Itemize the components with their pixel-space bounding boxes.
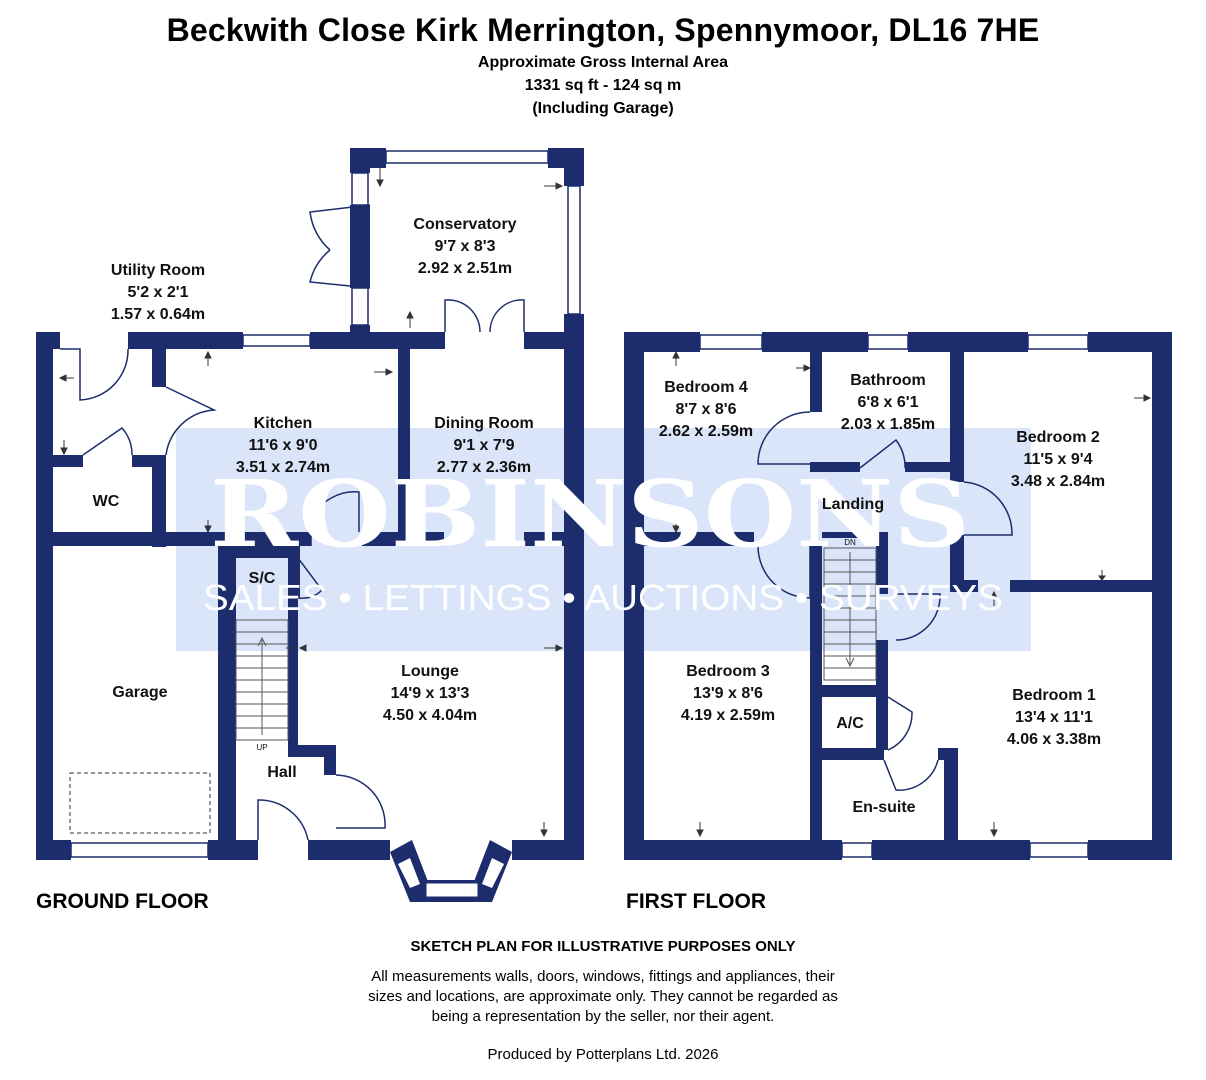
svg-text:11'6 x 9'0: 11'6 x 9'0 bbox=[248, 437, 317, 454]
room-label-kitchen: Kitchen 11'6 x 9'0 3.51 x 2.74m bbox=[236, 415, 330, 476]
svg-text:Bedroom 4: Bedroom 4 bbox=[664, 379, 748, 396]
svg-text:2.92 x 2.51m: 2.92 x 2.51m bbox=[418, 260, 512, 277]
svg-text:Bedroom 2: Bedroom 2 bbox=[1016, 429, 1100, 446]
svg-text:4.50 x 4.04m: 4.50 x 4.04m bbox=[383, 707, 477, 724]
svg-text:6'8 x 6'1: 6'8 x 6'1 bbox=[858, 394, 919, 411]
svg-text:14'9 x 13'3: 14'9 x 13'3 bbox=[391, 685, 470, 702]
stairs-up-label: UP bbox=[256, 743, 267, 752]
room-label-wc: WC bbox=[93, 493, 120, 510]
svg-text:Conservatory: Conservatory bbox=[413, 216, 516, 233]
svg-text:Dining Room: Dining Room bbox=[434, 415, 534, 432]
area-value: 1331 sq ft - 124 sq m bbox=[524, 77, 682, 94]
room-label-ensuite: En-suite bbox=[852, 799, 915, 816]
svg-text:13'9 x 8'6: 13'9 x 8'6 bbox=[693, 685, 763, 702]
room-label-bedroom2: Bedroom 2 11'5 x 9'4 3.48 x 2.84m bbox=[1011, 429, 1105, 490]
producer-credit: Produced by Potterplans Ltd. 2026 bbox=[487, 1046, 719, 1063]
svg-text:5'2 x 2'1: 5'2 x 2'1 bbox=[128, 284, 189, 301]
room-label-utility: Utility Room 5'2 x 2'1 1.57 x 0.64m bbox=[111, 262, 205, 323]
watermark-brand: ROBINSONS bbox=[210, 460, 970, 568]
svg-text:2.03 x 1.85m: 2.03 x 1.85m bbox=[841, 416, 935, 433]
first-floor-plan bbox=[624, 332, 1172, 860]
ground-floor-doors bbox=[60, 204, 525, 841]
measurement-markers bbox=[58, 168, 1152, 838]
svg-text:Bathroom: Bathroom bbox=[850, 372, 926, 389]
disclaimer-line-1: All measurements walls, doors, windows, … bbox=[371, 968, 835, 985]
disclaimer-line-2: sizes and locations, are approximate onl… bbox=[368, 988, 838, 1005]
watermark-panel bbox=[176, 428, 1031, 651]
stairs-down-label: DN bbox=[844, 538, 856, 547]
room-label-conservatory: Conservatory 9'7 x 8'3 2.92 x 2.51m bbox=[413, 216, 516, 277]
svg-text:Bedroom 1: Bedroom 1 bbox=[1012, 687, 1096, 704]
disclaimer-line-3: being a representation by the seller, no… bbox=[431, 1008, 775, 1025]
room-label-sc: S/C bbox=[249, 570, 276, 587]
room-label-bedroom4: Bedroom 4 8'7 x 8'6 2.62 x 2.59m bbox=[659, 379, 753, 440]
plan-title: Beckwith Close Kirk Merrington, Spennymo… bbox=[166, 12, 1040, 48]
ground-floor-stairs bbox=[235, 619, 289, 741]
first-floor-windows bbox=[699, 334, 1089, 858]
svg-text:Utility Room: Utility Room bbox=[111, 262, 205, 279]
svg-text:4.19 x 2.59m: 4.19 x 2.59m bbox=[681, 707, 775, 724]
disclaimer-heading: SKETCH PLAN FOR ILLUSTRATIVE PURPOSES ON… bbox=[410, 938, 796, 955]
svg-text:Bedroom 3: Bedroom 3 bbox=[686, 663, 770, 680]
area-note: (Including Garage) bbox=[532, 100, 674, 117]
svg-text:3.51 x 2.74m: 3.51 x 2.74m bbox=[236, 459, 330, 476]
room-label-landing: Landing bbox=[822, 496, 884, 513]
watermark-tagline: SALES • LETTINGS • AUCTIONS • SURVEYS bbox=[203, 577, 1003, 618]
svg-text:9'7 x 8'3: 9'7 x 8'3 bbox=[435, 238, 496, 255]
svg-text:3.48 x 2.84m: 3.48 x 2.84m bbox=[1011, 473, 1105, 490]
svg-text:2.77 x 2.36m: 2.77 x 2.36m bbox=[437, 459, 531, 476]
room-label-bedroom1: Bedroom 1 13'4 x 11'1 4.06 x 3.38m bbox=[1007, 687, 1101, 748]
room-label-lounge: Lounge 14'9 x 13'3 4.50 x 4.04m bbox=[383, 663, 477, 724]
floor-label-first: FIRST FLOOR bbox=[626, 890, 766, 913]
first-floor-stairs bbox=[823, 547, 877, 681]
room-label-ac: A/C bbox=[836, 715, 864, 732]
svg-text:1.57 x 0.64m: 1.57 x 0.64m bbox=[111, 306, 205, 323]
ground-floor-plan bbox=[36, 148, 584, 860]
first-floor-doors bbox=[757, 411, 1013, 791]
bay-window bbox=[390, 840, 512, 902]
room-label-garage: Garage bbox=[112, 684, 167, 701]
svg-text:11'5 x 9'4: 11'5 x 9'4 bbox=[1023, 451, 1092, 468]
ground-floor-windows bbox=[70, 150, 581, 858]
floor-plan: UP bbox=[36, 148, 1172, 913]
room-label-dining: Dining Room 9'1 x 7'9 2.77 x 2.36m bbox=[434, 415, 534, 476]
svg-text:4.06 x 3.38m: 4.06 x 3.38m bbox=[1007, 731, 1101, 748]
svg-text:9'1 x 7'9: 9'1 x 7'9 bbox=[454, 437, 515, 454]
svg-text:Kitchen: Kitchen bbox=[254, 415, 313, 432]
svg-text:Lounge: Lounge bbox=[401, 663, 459, 680]
floor-label-ground: GROUND FLOOR bbox=[36, 890, 209, 913]
room-label-bedroom3: Bedroom 3 13'9 x 8'6 4.19 x 2.59m bbox=[681, 663, 775, 724]
room-label-bathroom: Bathroom 6'8 x 6'1 2.03 x 1.85m bbox=[841, 372, 935, 433]
area-label: Approximate Gross Internal Area bbox=[477, 54, 729, 71]
svg-text:2.62 x 2.59m: 2.62 x 2.59m bbox=[659, 423, 753, 440]
room-label-hall: Hall bbox=[267, 764, 296, 781]
svg-text:8'7 x 8'6: 8'7 x 8'6 bbox=[676, 401, 737, 418]
svg-text:13'4 x 11'1: 13'4 x 11'1 bbox=[1015, 709, 1093, 726]
